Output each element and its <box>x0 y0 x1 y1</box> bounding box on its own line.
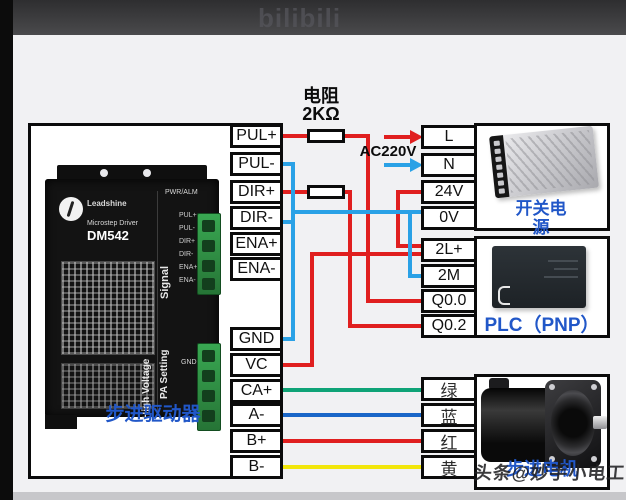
stepper-driver-device: Leadshine Microstep Driver DM542 PWR/ALM… <box>45 165 221 431</box>
motor-wire-red-label: 红 <box>421 429 477 453</box>
mounting-hole-icon <box>100 169 108 177</box>
terminal-dir-plus: DIR+ <box>230 180 283 204</box>
power-supply-caption: 开关电源 <box>515 199 567 237</box>
ac220v-label: AC220V <box>359 143 417 160</box>
terminal-vc: VC <box>230 353 283 377</box>
driver-section-pa: PA Setting <box>159 349 170 399</box>
top-letterbox-bar: bilibili <box>0 0 626 35</box>
toutiao-watermark: 头条@妙手小电工 <box>472 463 626 483</box>
driver-pin: ENA+ <box>179 264 198 271</box>
bilibili-watermark: bilibili <box>258 3 342 33</box>
driver-mounting-flange <box>57 165 207 181</box>
driver-notes-table <box>61 363 155 409</box>
driver-gnd-pin: GND <box>181 359 197 366</box>
terminal-ca-plus: CA+ <box>230 379 283 403</box>
terminal-pul-minus: PUL- <box>230 152 283 176</box>
mounting-hole-icon <box>143 169 151 177</box>
plc-image <box>492 246 586 308</box>
motor-shaft <box>593 416 607 429</box>
signal-connector <box>197 213 221 295</box>
driver-type-text: Microstep Driver <box>87 220 138 227</box>
terminal-b-minus: B- <box>230 455 283 479</box>
driver-pin: PUL- <box>179 225 195 232</box>
driver-pin: DIR- <box>179 251 194 258</box>
driver-pin: DIR+ <box>179 238 196 245</box>
driver-foot <box>45 415 77 429</box>
resistor-name-label: 电阻 <box>303 86 339 106</box>
driver-status-text: PWR/ALM <box>165 189 198 196</box>
driver-model-text: DM542 <box>87 228 129 243</box>
terminal-q00: Q0.0 <box>421 289 477 313</box>
terminal-b-plus: B+ <box>230 429 283 453</box>
stepper-driver-caption: 步进驱动器 <box>105 404 201 425</box>
terminal-l: L <box>421 125 477 149</box>
wire-vc-to-2lplus <box>283 252 421 367</box>
driver-dip-table <box>61 261 155 355</box>
stepper-motor-caption: 步进电机 <box>506 459 578 479</box>
wire-pul-minus-gnd-bus <box>283 162 295 341</box>
left-letterbox-bar <box>0 0 13 500</box>
resistor-symbol-dir <box>307 185 345 199</box>
terminal-q02: Q0.2 <box>421 314 477 338</box>
resistor-value-label: 2KΩ <box>302 104 340 124</box>
terminal-24v: 24V <box>421 180 477 204</box>
terminal-pul-plus: PUL+ <box>230 124 283 148</box>
stepper-motor-image <box>481 378 607 470</box>
terminal-2m: 2M <box>421 264 477 288</box>
driver-section-signal: Signal <box>159 265 171 299</box>
terminal-ena-plus: ENA+ <box>230 232 283 256</box>
terminal-0v: 0V <box>421 206 477 230</box>
motor-wire-green-label: 绿 <box>421 377 477 401</box>
terminal-a-minus: A- <box>230 403 283 427</box>
ac-live-arrow-head <box>410 130 423 144</box>
plc-caption: PLC（PNP） <box>484 315 600 336</box>
motor-wire-blue-label: 蓝 <box>421 403 477 427</box>
terminal-n: N <box>421 153 477 177</box>
driver-pin-labels: PUL+ PUL- DIR+ DIR- ENA+ ENA- <box>179 209 197 287</box>
terminal-2l-plus: 2L+ <box>421 238 477 262</box>
leadshine-logo-icon <box>59 197 83 221</box>
driver-pin: ENA- <box>179 277 196 284</box>
plc-port-icon <box>498 286 510 305</box>
ac-neutral-arrow-head <box>410 158 423 172</box>
driver-face-divider <box>157 191 158 415</box>
power-connector <box>197 343 221 431</box>
power-supply-image <box>489 125 599 199</box>
terminal-dir-minus: DIR- <box>230 206 283 230</box>
terminal-ena-minus: ENA- <box>230 257 283 281</box>
driver-brand-text: Leadshine <box>87 199 127 208</box>
motor-wire-yellow-label: 黄 <box>421 455 477 479</box>
bottom-letterbox-bar <box>13 492 626 500</box>
wire-bus-to-2m <box>408 212 421 278</box>
terminal-gnd: GND <box>230 327 283 351</box>
resistor-symbol-pul <box>307 129 345 143</box>
driver-pin: PUL+ <box>179 212 197 219</box>
